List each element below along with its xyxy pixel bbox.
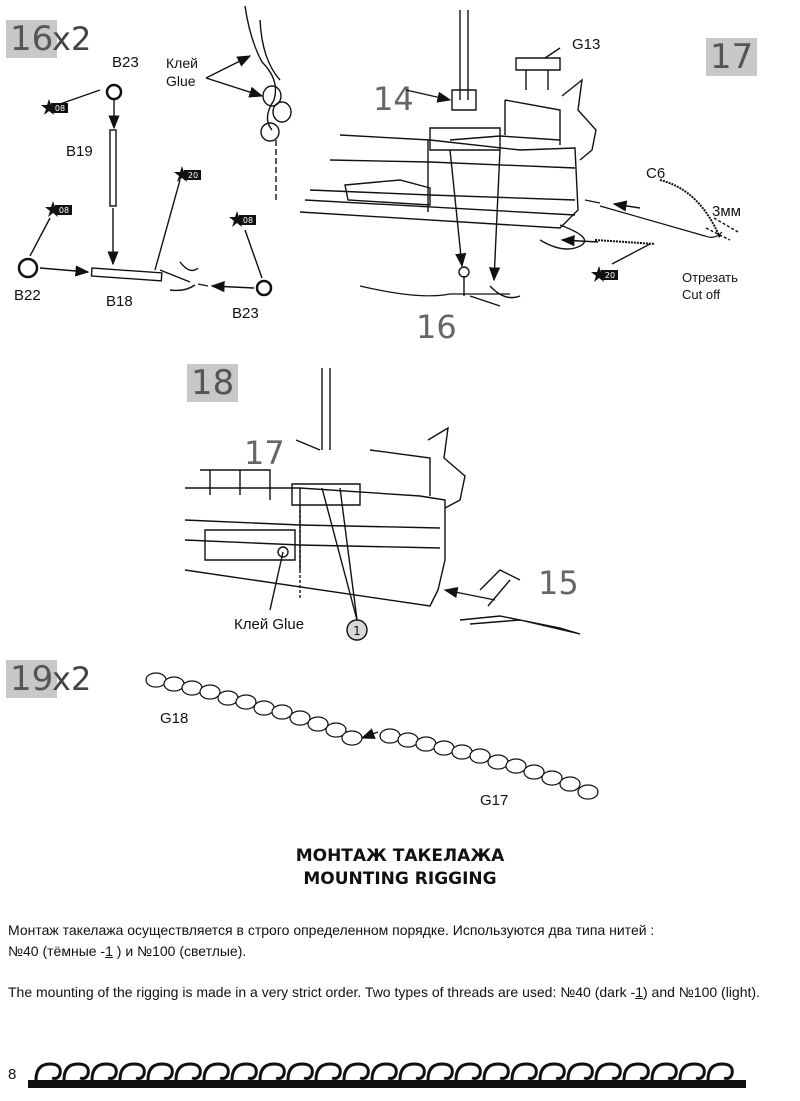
page-number: 8	[8, 1066, 17, 1083]
glue-ru: Клей	[166, 55, 198, 71]
paragraph-ru-line-1: Монтаж такелажа осуществляется в строго …	[8, 922, 655, 938]
text-part: The mounting of the rigging is made in a…	[8, 984, 636, 1000]
heading-ru: МОНТАЖ ТАКЕЛАЖА	[295, 846, 505, 866]
part-b23-top-label: B23	[112, 54, 139, 71]
part-g17-label: G17	[480, 792, 509, 809]
step-number: 19	[10, 659, 54, 699]
step-18-badge: 18	[187, 363, 239, 403]
paragraph-ru-line-2: №40 (тёмные -1 ) и №100 (светлые).	[8, 941, 792, 962]
thread-ref: 1	[635, 984, 643, 1000]
ref-16: 16	[416, 308, 457, 346]
chain-g18	[145, 672, 363, 746]
cut-length-label: 3мм	[712, 203, 741, 220]
ref-15: 15	[538, 564, 579, 602]
glue-en: Glue	[166, 73, 196, 90]
ring-b23-top	[105, 83, 123, 101]
thread-1-marker: 1	[353, 624, 361, 638]
part-c6-label: C6	[646, 165, 666, 182]
star-text: 08	[55, 104, 65, 113]
text-part: ) and №100 (light).	[642, 984, 760, 1000]
star-20-icon: 20	[174, 166, 201, 182]
ref-14: 14	[373, 80, 414, 118]
glue-knot-detail	[244, 5, 292, 200]
step-19-badge: 19	[6, 659, 58, 699]
paragraph-ru: Монтаж такелажа осуществляется в строго …	[8, 920, 792, 962]
text-part: ) и №100 (светлые).	[112, 943, 247, 959]
glue-mid-label: Клей Glue	[234, 616, 305, 633]
part-g18-label: G18	[160, 710, 189, 727]
part-b23-bottom-label: B23	[232, 305, 259, 322]
ring-b22	[17, 257, 39, 279]
part-b18-label: B18	[106, 293, 133, 310]
ship-step-18	[184, 368, 466, 607]
star-20-icon: 20	[591, 266, 618, 282]
star-text: 20	[188, 171, 198, 180]
wave-border-ornament	[28, 1062, 746, 1088]
star-text: 20	[605, 271, 615, 280]
step-16-badge: 16	[6, 19, 58, 59]
paragraph-en: The mounting of the rigging is made in a…	[8, 982, 792, 1003]
step-number: 18	[191, 363, 235, 403]
pin-b19	[109, 129, 117, 207]
star-08-icon: 08	[229, 211, 256, 227]
part-g13-label: G13	[572, 36, 601, 53]
step-19-multiplier: x2	[52, 660, 92, 698]
step-16-multiplier: x2	[52, 20, 92, 58]
anchor-b18	[90, 261, 209, 292]
step-17-badge: 17	[706, 37, 758, 77]
star-text: 08	[59, 206, 69, 215]
chain-g17	[379, 728, 599, 800]
glue-top-label: Клей Glue	[166, 54, 198, 90]
cut-off-label: Отрезать Cut off	[682, 270, 738, 304]
part-b19-label: B19	[66, 143, 93, 160]
cut-ru: Отрезать	[682, 270, 738, 285]
star-text: 08	[243, 216, 253, 225]
ship-step-17	[299, 10, 601, 250]
step-number: 16	[10, 19, 54, 59]
thread-ref: 1	[105, 943, 113, 959]
step-number: 17	[710, 37, 754, 77]
star-08-icon: 08	[41, 99, 68, 115]
ring-b23-bottom	[255, 279, 273, 297]
text-part: №40 (тёмные -	[8, 943, 106, 959]
star-08-icon: 08	[45, 201, 72, 217]
ref-17: 17	[244, 434, 285, 472]
part-b22-label: B22	[14, 287, 41, 304]
cut-en: Cut off	[682, 286, 721, 302]
heading-en: MOUNTING RIGGING	[303, 869, 497, 889]
